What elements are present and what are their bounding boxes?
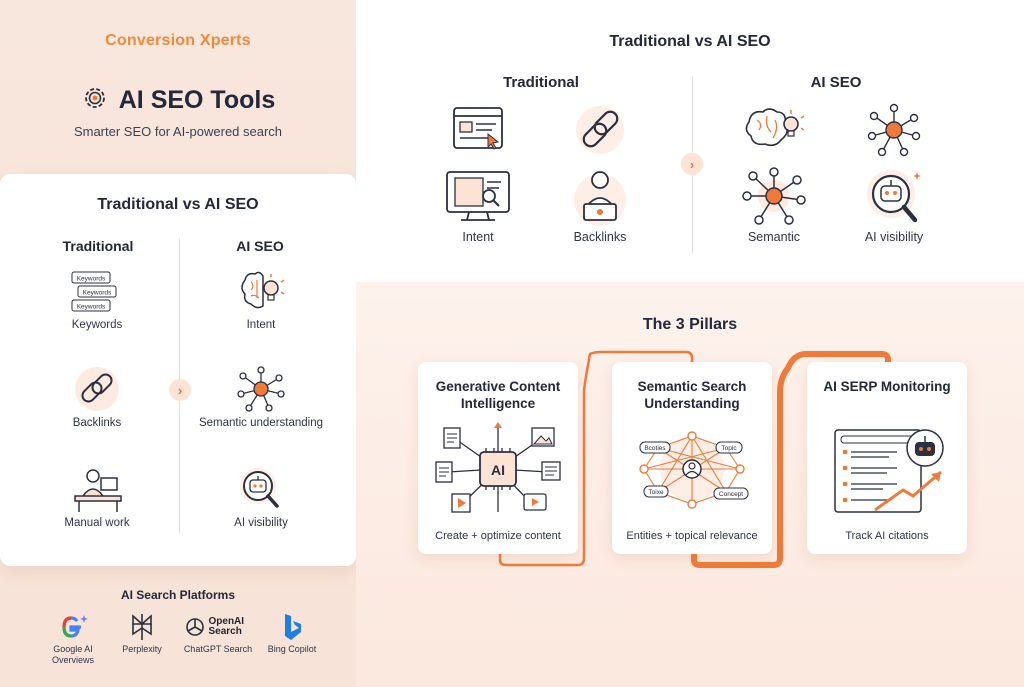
compare-card-title: Traditional vs AI SEO: [97, 196, 259, 213]
ai-chip-icon: AI: [435, 422, 561, 513]
gear-icon: [81, 84, 109, 117]
platform-perplexity[interactable]: Perplexity: [102, 612, 182, 655]
top-traditional-heading: Traditional: [503, 74, 579, 91]
top-ai-item-label: Semantic: [747, 230, 801, 244]
pillar-card-ai-serp[interactable]: AI SERP Monitoring Track AI citations: [807, 362, 967, 554]
pillar-footer: Track AI citations: [845, 530, 929, 542]
traditional-item-label: Backlinks: [72, 417, 122, 429]
platform-label: ChatGPT Search: [183, 644, 253, 654]
platform-label: Bing Copilot: [267, 644, 317, 654]
pillar-footer: Entities + topical relevance: [626, 530, 758, 542]
robot-magnifier-icon: [834, 166, 954, 226]
title-row: AI SEO Tools: [0, 84, 356, 117]
pillar-card-semantic-search[interactable]: Semantic Search Understanding Bcoties To…: [612, 362, 772, 554]
brain-bulb-icon: [186, 266, 336, 316]
pillar-heading: Semantic Search Understanding: [637, 379, 747, 411]
chevron-right-icon: ›: [681, 153, 703, 175]
hub-network-icon: [714, 166, 834, 226]
ai-item-label: AI visibility: [234, 517, 288, 529]
platform-label: Google AI Overviews: [51, 644, 94, 665]
platform-label: Perplexity: [122, 644, 162, 654]
pillar-card-generative-content[interactable]: Generative Content Intelligence: [418, 362, 578, 554]
top-compare-panel: Traditional vs AI SEO Traditional AI SEO…: [356, 0, 1024, 282]
graph-node-label: Concept: [719, 491, 743, 498]
browser-cursor-icon: [418, 100, 538, 160]
keyword-tags-icon: Keywords Keywords Keywords: [22, 266, 172, 316]
top-traditional-item-intent: Intent: [418, 166, 538, 244]
keyword-tag-2: Keywords: [83, 290, 112, 297]
traditional-item-backlinks: Backlinks: [22, 364, 172, 430]
top-traditional-item-label: Backlinks: [573, 230, 627, 244]
top-ai-seo-heading: AI SEO: [810, 74, 862, 91]
platforms-title: AI Search Platforms: [120, 588, 236, 602]
bing-logo-icon: [252, 612, 332, 642]
top-ai-item-semantic: Semantic: [714, 166, 834, 244]
platform-bing[interactable]: Bing Copilot: [252, 612, 332, 655]
robot-magnifier-icon: [186, 464, 336, 514]
entity-graph-icon: Bcoties Topic Toixe Concept: [639, 431, 749, 509]
openai-logo-icon: OpenAI Search: [178, 612, 258, 642]
pillar-connector-lines: [498, 350, 891, 568]
ai-item-visibility: AI visibility: [186, 464, 336, 530]
person-laptop-icon: [540, 166, 660, 226]
openai-search-wordmark: OpenAI Search: [208, 616, 245, 637]
chevron-right-icon: ›: [169, 379, 191, 401]
traditional-item-label: Manual work: [64, 517, 130, 529]
ai-chip-label: AI: [491, 462, 505, 478]
google-logo-icon: [33, 612, 113, 642]
top-traditional-item-backlinks: Backlinks: [540, 166, 660, 244]
top-ai-item-visibility: AI visibility: [834, 166, 954, 244]
graph-node-label: Topic: [721, 445, 737, 452]
network-node-icon: [834, 100, 954, 160]
traditional-item-label: Keywords: [71, 319, 123, 331]
pillars-panel: The 3 Pillars Generative Content Intelli…: [356, 282, 1024, 687]
platform-chatgpt[interactable]: OpenAI Search ChatGPT Search: [178, 612, 258, 655]
ai-item-label: Semantic understanding: [198, 417, 324, 429]
graph-node-label: Toixe: [648, 489, 664, 496]
platform-google[interactable]: Google AI Overviews: [33, 612, 113, 666]
pillar-footer: Create + optimize content: [435, 530, 561, 542]
page-subtitle: Smarter SEO for AI-powered search: [73, 124, 283, 139]
ai-seo-heading: AI SEO: [236, 238, 284, 254]
pillar-heading: AI SERP Monitoring: [823, 379, 951, 394]
network-node-icon: [186, 364, 336, 414]
graph-node-label: Bcoties: [644, 445, 666, 452]
ai-item-label: Intent: [246, 319, 276, 331]
ai-item-intent: Intent: [186, 266, 336, 332]
page-title: AI SEO Tools: [118, 86, 276, 114]
top-compare-title: Traditional vs AI SEO: [609, 33, 771, 50]
ai-item-semantic: Semantic understanding: [186, 364, 336, 430]
keyword-tag-3: Keywords: [77, 304, 106, 311]
monitor-search-icon: [418, 166, 538, 226]
chain-link-icon: [540, 100, 660, 160]
traditional-item-keywords: Keywords Keywords Keywords Keywords: [22, 266, 172, 332]
brand-logo: Conversion Xperts: [105, 32, 251, 49]
brain-bulb-icon: [714, 100, 834, 160]
keyword-tag-1: Keywords: [77, 276, 106, 283]
serp-monitoring-icon: [834, 429, 944, 513]
pillars-title: The 3 Pillars: [642, 316, 738, 333]
top-ai-item-label: AI visibility: [864, 230, 924, 244]
top-traditional-item-label: Intent: [462, 230, 494, 244]
left-panel: Conversion Xperts AI SEO Tools Smarter S…: [0, 0, 356, 687]
traditional-heading: Traditional: [62, 238, 134, 254]
traditional-item-manual-work: Manual work: [22, 464, 172, 530]
chain-link-icon: [22, 364, 172, 414]
compare-card: Traditional vs AI SEO Traditional AI SEO…: [0, 174, 356, 566]
perplexity-logo-icon: [102, 612, 182, 642]
pillar-heading: Generative Content Intelligence: [435, 379, 561, 411]
person-at-desk-icon: [22, 464, 172, 514]
